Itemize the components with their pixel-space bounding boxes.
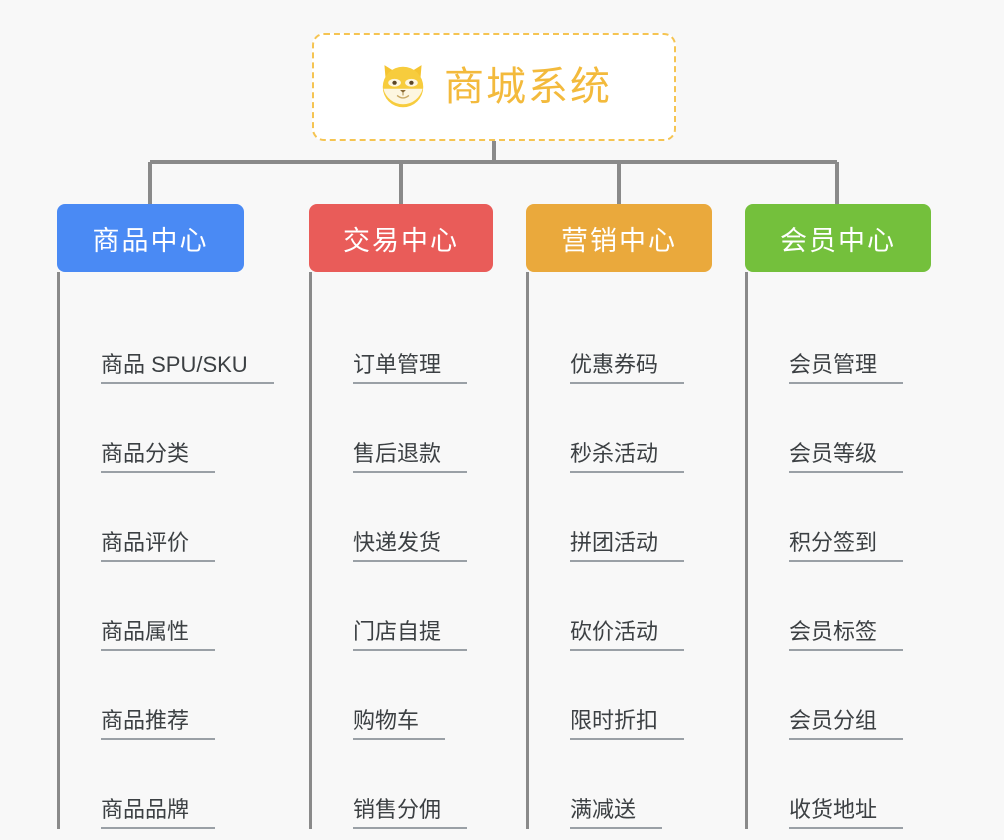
list-item[interactable]: 商品分类: [59, 388, 274, 477]
list-item[interactable]: 会员等级: [747, 388, 931, 477]
list-item[interactable]: 满减送: [528, 744, 712, 833]
list-item[interactable]: 商品推荐: [59, 655, 274, 744]
list-item[interactable]: 商品 SPU/SKU: [59, 299, 274, 388]
leaf-label: 满减送: [570, 797, 663, 829]
branch-header[interactable]: 商品中心: [57, 204, 244, 272]
leaf-list: 会员管理 会员等级 积分签到 会员标签 会员分组 收货地址: [745, 272, 931, 833]
root-node[interactable]: 商城系统: [312, 33, 676, 141]
list-item[interactable]: 销售分佣: [311, 744, 493, 833]
leaf-label: 商品 SPU/SKU: [101, 352, 274, 384]
list-item[interactable]: 会员管理: [747, 299, 931, 388]
list-item[interactable]: 收货地址: [747, 744, 931, 833]
list-item[interactable]: 订单管理: [311, 299, 493, 388]
list-item[interactable]: 商品评价: [59, 477, 274, 566]
branch-product-center: 商品中心 商品 SPU/SKU 商品分类 商品评价 商品属性 商品推荐 商品品牌: [57, 204, 274, 833]
branch-trade-center: 交易中心 订单管理 售后退款 快递发货 门店自提 购物车 销售分佣: [309, 204, 493, 833]
list-item[interactable]: 优惠券码: [528, 299, 712, 388]
branch-header[interactable]: 营销中心: [526, 204, 712, 272]
leaf-label: 商品属性: [101, 619, 216, 651]
list-item[interactable]: 售后退款: [311, 388, 493, 477]
branch-header-label: 营销中心: [561, 225, 677, 256]
dog-face-icon: [382, 65, 424, 108]
leaf-label: 商品评价: [101, 530, 216, 562]
list-item[interactable]: 购物车: [311, 655, 493, 744]
branch-marketing-center: 营销中心 优惠券码 秒杀活动 拼团活动 砍价活动 限时折扣 满减送: [526, 204, 712, 833]
branch-header[interactable]: 交易中心: [309, 204, 493, 272]
leaf-label: 购物车: [353, 708, 446, 740]
list-item[interactable]: 会员标签: [747, 566, 931, 655]
list-item[interactable]: 限时折扣: [528, 655, 712, 744]
list-item[interactable]: 商品属性: [59, 566, 274, 655]
leaf-label: 快递发货: [353, 530, 468, 562]
list-item[interactable]: 商品品牌: [59, 744, 274, 833]
leaf-label: 会员管理: [789, 352, 904, 384]
list-item[interactable]: 会员分组: [747, 655, 931, 744]
leaf-label: 门店自提: [353, 619, 468, 651]
leaf-label: 优惠券码: [570, 352, 685, 384]
branch-header-label: 会员中心: [780, 225, 896, 256]
leaf-label: 砍价活动: [570, 619, 685, 651]
list-item[interactable]: 快递发货: [311, 477, 493, 566]
branch-header-label: 交易中心: [343, 225, 459, 256]
leaf-label: 会员分组: [789, 708, 904, 740]
list-item[interactable]: 积分签到: [747, 477, 931, 566]
leaf-label: 商品品牌: [101, 797, 216, 829]
leaf-list: 订单管理 售后退款 快递发货 门店自提 购物车 销售分佣: [309, 272, 493, 833]
leaf-label: 积分签到: [789, 530, 904, 562]
leaf-label: 销售分佣: [353, 797, 468, 829]
leaf-list: 商品 SPU/SKU 商品分类 商品评价 商品属性 商品推荐 商品品牌: [57, 272, 274, 833]
branch-header[interactable]: 会员中心: [745, 204, 931, 272]
leaf-label: 订单管理: [353, 352, 468, 384]
leaf-label: 商品推荐: [101, 708, 216, 740]
branch-member-center: 会员中心 会员管理 会员等级 积分签到 会员标签 会员分组 收货地址: [745, 204, 931, 833]
leaf-label: 商品分类: [101, 441, 216, 473]
leaf-label: 秒杀活动: [570, 441, 685, 473]
list-item[interactable]: 拼团活动: [528, 477, 712, 566]
leaf-label: 会员等级: [789, 441, 904, 473]
leaf-label: 售后退款: [353, 441, 468, 473]
list-item[interactable]: 门店自提: [311, 566, 493, 655]
leaf-label: 拼团活动: [570, 530, 685, 562]
list-item[interactable]: 秒杀活动: [528, 388, 712, 477]
leaf-label: 限时折扣: [570, 708, 685, 740]
leaf-label: 收货地址: [789, 797, 904, 829]
root-title: 商城系统: [444, 65, 612, 109]
leaf-list: 优惠券码 秒杀活动 拼团活动 砍价活动 限时折扣 满减送: [526, 272, 712, 833]
branch-header-label: 商品中心: [92, 225, 209, 256]
list-item[interactable]: 砍价活动: [528, 566, 712, 655]
leaf-label: 会员标签: [789, 619, 904, 651]
